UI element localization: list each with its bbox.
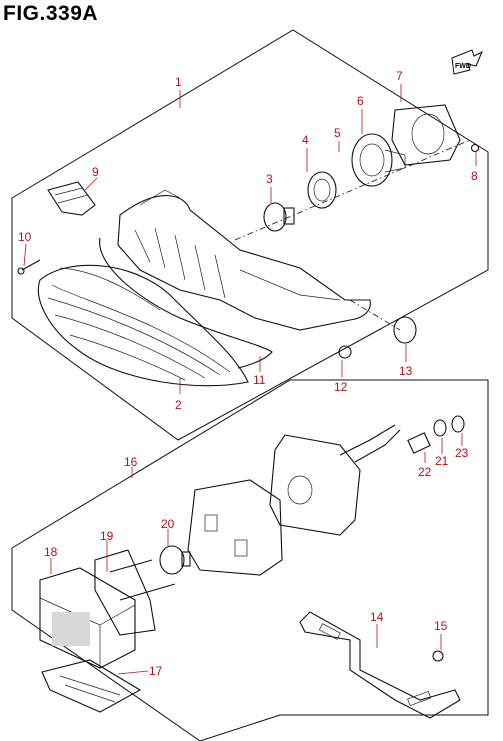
- screw-part: [470, 143, 480, 153]
- lamp-lens-part: [38, 264, 249, 387]
- callout-3: 3: [266, 172, 273, 203]
- washer-21-part: [433, 419, 447, 437]
- svg-text:8: 8: [471, 169, 478, 183]
- callout-12: 12: [334, 360, 348, 394]
- callout-7: 7: [396, 69, 403, 102]
- callout-19: 19: [100, 529, 114, 572]
- reflector-part: [41, 659, 142, 713]
- svg-text:15: 15: [434, 619, 448, 633]
- screw-15-part: [432, 650, 444, 662]
- callout-2: 2: [175, 378, 182, 412]
- lamp-case-part: [187, 479, 283, 576]
- callout-4: 4: [302, 133, 309, 172]
- svg-text:19: 19: [100, 529, 114, 543]
- socket-holder-part: [351, 133, 406, 187]
- lamp-housing-part: [117, 189, 371, 331]
- lens-gasket-19-part: [94, 549, 156, 636]
- svg-text:17: 17: [149, 664, 163, 678]
- svg-text:22: 22: [418, 465, 432, 479]
- clip-part: [47, 181, 96, 216]
- callout-16: 16: [124, 455, 138, 478]
- license-lamp-base-part: [269, 424, 401, 536]
- svg-text:10: 10: [18, 230, 32, 244]
- callout-1: 1: [175, 75, 182, 108]
- callout-5: 5: [334, 126, 341, 152]
- callout-14: 14: [370, 610, 384, 648]
- lower-assembly-frame: [11, 379, 489, 741]
- svg-text:18: 18: [44, 545, 58, 559]
- svg-text:9: 9: [92, 165, 99, 179]
- callout-17: 17: [117, 664, 163, 678]
- callout-20: 20: [161, 517, 175, 546]
- figure-title: FIG.339A: [3, 2, 99, 25]
- callout-13: 13: [399, 344, 413, 378]
- callout-8: 8: [471, 152, 478, 183]
- fwd-arrow-icon: FWD: [451, 49, 483, 75]
- nut-part: [451, 415, 465, 433]
- callout-11: 11: [253, 356, 266, 387]
- svg-text:21: 21: [435, 454, 449, 468]
- svg-text:12: 12: [334, 380, 348, 394]
- assembly-axis-line: [234, 139, 471, 241]
- callout-22: 22: [418, 452, 432, 479]
- svg-text:20: 20: [161, 517, 175, 531]
- callout-18: 18: [44, 545, 58, 574]
- small-bulb-part: [159, 545, 191, 575]
- svg-text:5: 5: [334, 126, 341, 140]
- callout-10: 10: [18, 230, 32, 267]
- grommet-part: [393, 316, 417, 344]
- collar-part: [407, 432, 431, 454]
- washer-part: [338, 345, 352, 359]
- upper-assembly-frame: [11, 29, 489, 441]
- svg-text:6: 6: [357, 94, 364, 108]
- callout-21: 21: [435, 438, 449, 468]
- callout-23: 23: [455, 433, 469, 460]
- long-screws-part: [109, 559, 176, 601]
- seal-plate-part: [391, 104, 461, 166]
- assembly-axis-line: [349, 299, 401, 331]
- bulb-part: [263, 202, 295, 232]
- svg-text:4: 4: [302, 133, 309, 147]
- svg-text:7: 7: [396, 69, 403, 83]
- bulb-socket-part: [307, 171, 337, 209]
- svg-text:16: 16: [124, 455, 138, 469]
- callout-6: 6: [357, 94, 364, 134]
- license-lens-part: [39, 567, 136, 669]
- svg-text:23: 23: [455, 446, 469, 460]
- svg-text:14: 14: [370, 610, 384, 624]
- svg-text:13: 13: [399, 364, 413, 378]
- svg-text:1: 1: [175, 75, 182, 89]
- mounting-bracket-part: [299, 611, 461, 719]
- screw-10-part: [17, 259, 41, 275]
- svg-text:2: 2: [175, 398, 182, 412]
- svg-text:11: 11: [253, 373, 266, 387]
- lens-gasket-part: [99, 237, 273, 369]
- callout-9: 9: [84, 165, 99, 191]
- svg-text:3: 3: [266, 172, 273, 186]
- callout-15: 15: [434, 619, 448, 650]
- fwd-label: FWD: [455, 63, 471, 70]
